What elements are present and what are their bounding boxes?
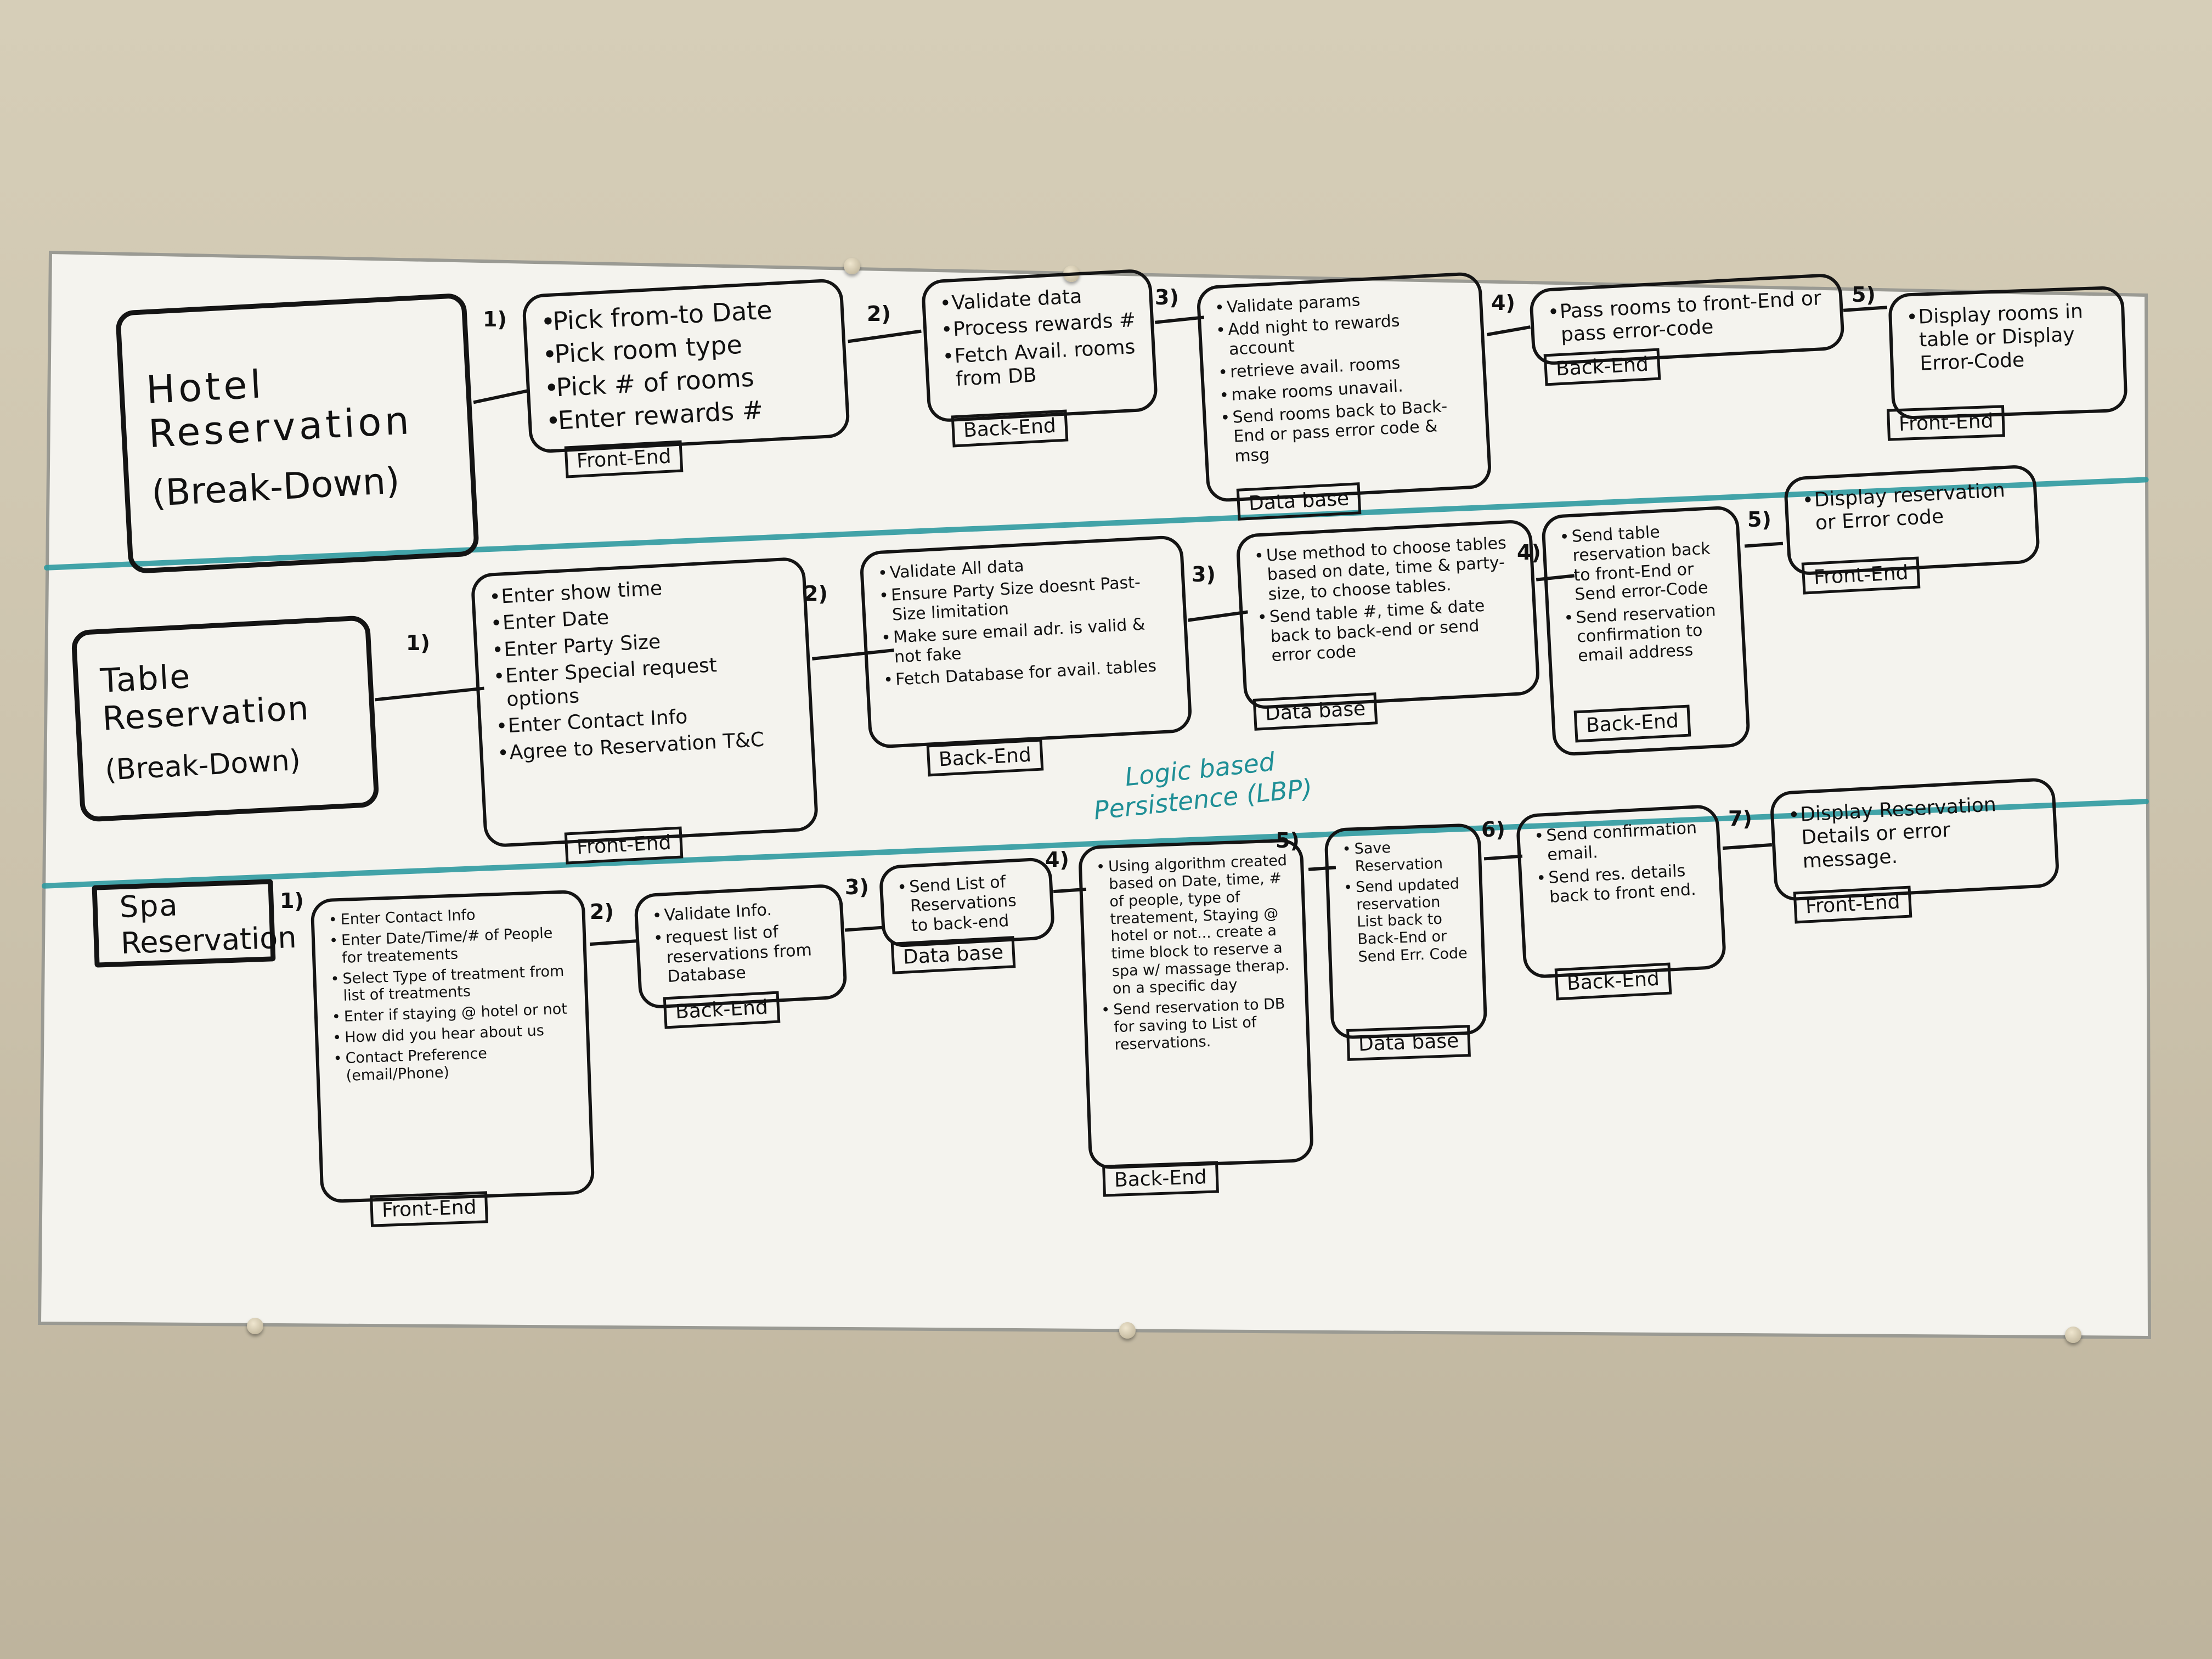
layer-tag: Front-End [370, 1191, 489, 1227]
layer-tag: Back-End [1102, 1161, 1219, 1197]
step-item: Pass rooms to front-End or pass error-co… [1547, 287, 1829, 348]
hotel-step-2-box: Validate data Process rewards # Fetch Av… [921, 268, 1159, 423]
step-number: 4) [1491, 291, 1515, 315]
spa-step-3-box: Send List of Reservations to back-end [878, 856, 1056, 949]
step-item: Send confirmation email. [1534, 818, 1706, 866]
step-item: Use method to choose tables based on dat… [1254, 533, 1520, 605]
step-number: 1) [280, 889, 304, 913]
step-item: Using algorithm created based on Date, t… [1096, 852, 1293, 998]
table-step-2-box: Validate All data Ensure Party Size does… [859, 534, 1193, 749]
hotel-step-3-box: Validate params Add night to rewards acc… [1196, 271, 1492, 503]
step-item: Save Reservation [1342, 837, 1466, 876]
step-number: 5) [1276, 828, 1300, 853]
step-item: Fetch Avail. rooms from DB [942, 335, 1142, 392]
step-number: 4) [1045, 848, 1069, 872]
row-title: Table Reservation [99, 657, 311, 738]
layer-tag: Back-End [951, 409, 1069, 448]
layer-tag: Data base [1236, 482, 1362, 521]
board-pin [1119, 1322, 1136, 1339]
step-item: Send reservation to DB for saving to Lis… [1101, 995, 1295, 1054]
step-number: 7) [1728, 806, 1752, 831]
layer-tag: Back-End [1554, 962, 1672, 1001]
step-number: 5) [1747, 507, 1771, 532]
step-item: Select Type of treatment from list of tr… [330, 962, 573, 1006]
layer-tag: Front-End [564, 826, 684, 865]
step-item: Send res. details back to front end. [1536, 860, 1708, 908]
spa-step-2-box: Validate Info. request list of reservati… [633, 883, 848, 1009]
row-title: Hotel Reservation [145, 361, 414, 457]
board-pin [247, 1318, 263, 1334]
step-number: 2) [867, 302, 891, 326]
spa-step-4-box: Using algorithm created based on Date, t… [1077, 838, 1314, 1170]
step-number: 1) [483, 307, 507, 331]
step-number: 1) [406, 631, 430, 655]
layer-tag: Front-End [1887, 405, 2006, 441]
step-number: 3) [1155, 285, 1179, 309]
row-subtitle: Reservation [120, 919, 297, 961]
layer-tag: Front-End [1801, 556, 1921, 595]
step-number: 2) [804, 582, 828, 606]
spa-step-6-box: Send confirmation email. Send res. detai… [1515, 804, 1727, 979]
step-number: 5) [1852, 283, 1876, 307]
spa-step-1-box: Enter Contact Info Enter Date/Time/# of … [310, 889, 595, 1204]
step-item: Display reservation or Error code [1802, 478, 2023, 537]
step-item: Enter Date/Time/# of People for treateme… [329, 924, 572, 967]
step-item: Contact Preference (email/Phone) [333, 1042, 575, 1085]
board-pin [2065, 1327, 2081, 1343]
spa-step-7-box: Display Reservation Details or error mes… [1769, 777, 2060, 902]
table-step-1-box: Enter show time Enter Date Enter Party S… [470, 556, 819, 848]
hotel-step-5-box: Display rooms in table or Display Error-… [1888, 285, 2128, 420]
layer-tag: Data base [1346, 1025, 1471, 1061]
hotel-step-1-box: Pick from-to Date Pick room type Pick # … [521, 278, 851, 454]
step-number: 3) [845, 875, 869, 899]
step-item: Send List of Reservations to back-end [897, 871, 1040, 936]
step-number: 2) [590, 900, 614, 924]
board-pin [844, 258, 860, 274]
spa-title-box: Spa Reservation [92, 879, 297, 968]
layer-tag: Front-End [564, 440, 684, 478]
layer-tag: Back-End [1573, 704, 1691, 743]
step-item: Send reservation confirmation to email a… [1564, 600, 1731, 667]
layer-tag: Data base [1252, 692, 1378, 731]
layer-tag: Front-End [1793, 885, 1912, 924]
step-item: request list of reservations from Databa… [653, 920, 831, 988]
row-subtitle: (Break-Down) [104, 744, 302, 787]
hotel-title-box: Hotel Reservation (Break-Down) [115, 292, 480, 574]
step-item: Send rooms back to Back-End or pass erro… [1220, 396, 1475, 467]
step-number: 3) [1192, 562, 1216, 586]
layer-tag: Data base [890, 936, 1016, 974]
step-number: 4) [1517, 540, 1541, 565]
layer-tag: Back-End [926, 738, 1044, 777]
table-step-3-box: Use method to choose tables based on dat… [1235, 519, 1541, 710]
step-item: Send table reservation back to front-End… [1559, 519, 1728, 605]
layer-tag: Back-End [663, 991, 781, 1029]
step-item: Send updated reservation List back to Ba… [1344, 875, 1470, 967]
board-pin [1063, 266, 1080, 282]
step-number: 6) [1481, 817, 1505, 842]
row-title: Spa [119, 888, 179, 924]
step-item: Send table #, time & date back to back-e… [1257, 595, 1523, 667]
spa-step-5-box: Save Reservation Send updated reservatio… [1324, 823, 1488, 1040]
hotel-step-4-box: Pass rooms to front-End or pass error-co… [1528, 273, 1846, 366]
step-item: Display rooms in table or Display Error-… [1906, 300, 2111, 376]
table-title-box: Table Reservation (Break-Down) [71, 614, 380, 823]
row-subtitle: (Break-Down) [150, 459, 401, 515]
step-item: Display Reservation Details or error mes… [1787, 791, 2043, 874]
layer-tag: Back-End [1543, 348, 1661, 386]
